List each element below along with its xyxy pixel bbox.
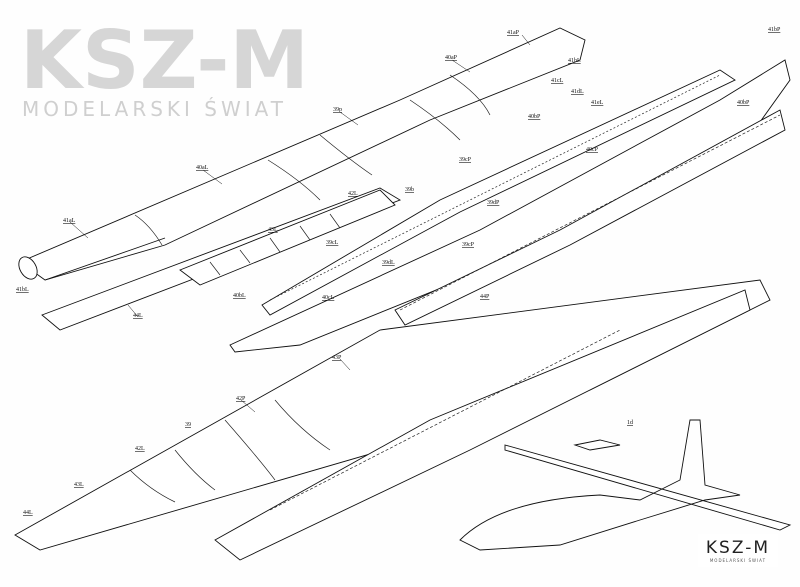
part-label: 39cP xyxy=(459,157,472,163)
part-label: 40bP xyxy=(737,100,750,106)
publisher-logo: KSZ-M MODELARSKI ŚWIAT xyxy=(697,534,778,567)
part-label: 44L xyxy=(23,510,33,516)
lower-wing xyxy=(14,279,771,561)
part-label: 39cP xyxy=(462,242,475,248)
part-label: 41dL xyxy=(571,89,584,95)
part-label: 40cP xyxy=(586,147,599,153)
part-label: 43L xyxy=(268,227,278,233)
left-flap-strip xyxy=(41,187,402,331)
watermark-subtitle: MODELARSKI ŚWIAT xyxy=(22,97,287,121)
part-labels: 41aP 41bP 40aP 41bL 41cL 41dL 41eL 39p 4… xyxy=(16,27,781,516)
logo-subtitle: MODELARSKI ŚWIAT xyxy=(709,558,767,563)
leader-lines xyxy=(69,34,531,413)
part-label: 39dL xyxy=(382,260,395,266)
part-label: 39cL xyxy=(326,240,339,246)
part-label: 39p xyxy=(333,107,342,113)
aircraft-overview xyxy=(459,419,792,551)
part-label: 41aL xyxy=(63,218,76,224)
logo-title: KSZ-M xyxy=(705,538,770,558)
center-wing-upper xyxy=(229,59,791,353)
part-label: 40cL xyxy=(322,295,335,301)
part-label: 43P xyxy=(332,355,342,361)
part-label: 41cL xyxy=(551,78,564,84)
part-label: 1d xyxy=(627,420,633,426)
part-label: 40bL xyxy=(233,293,246,299)
part-label: 41bL xyxy=(16,287,29,293)
part-label: 42L xyxy=(135,446,145,452)
part-label: 40aP xyxy=(445,55,458,61)
part-label: 41eL xyxy=(591,100,604,106)
part-label: 42L xyxy=(348,191,358,197)
part-label: 40bP xyxy=(528,114,541,120)
part-label: 39 xyxy=(185,422,191,428)
part-label: 43L xyxy=(74,482,84,488)
part-label: 41bL xyxy=(568,58,581,64)
part-label: 44P xyxy=(480,294,490,300)
left-wing-upper xyxy=(18,27,586,281)
part-label: 40aL xyxy=(196,165,209,171)
part-label: 42P xyxy=(236,396,246,402)
part-label: 39dP xyxy=(487,200,500,206)
watermark-logo: KSZ-M xyxy=(20,14,309,107)
part-label: 44L xyxy=(133,313,143,319)
part-label: 41bP xyxy=(768,27,781,33)
part-label: 39b xyxy=(405,187,414,193)
part-label: 41aP xyxy=(507,30,520,36)
